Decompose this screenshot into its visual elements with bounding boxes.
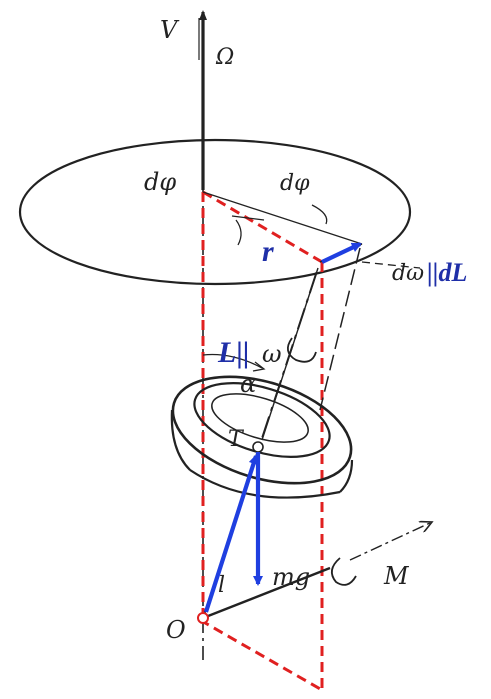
precession-circle xyxy=(18,138,412,286)
gyroscope-disk xyxy=(170,375,354,499)
label-dphi-axis: dφ xyxy=(144,168,176,196)
alpha-arc-head xyxy=(252,361,266,372)
alpha-arc xyxy=(202,353,263,369)
label-r: r xyxy=(262,235,274,268)
torque-vector xyxy=(349,522,432,561)
label-omega-big: Ω xyxy=(215,45,234,70)
label-o: O xyxy=(166,616,186,644)
label-v: V xyxy=(160,16,180,44)
label-l-omega-suffix: ω xyxy=(262,340,282,368)
dl-vector xyxy=(321,242,362,264)
spin-rotation-icon xyxy=(286,337,317,363)
torque-arm xyxy=(202,566,331,620)
label-l-omega-prefix: L|| xyxy=(217,336,250,369)
label-t: T xyxy=(228,427,245,452)
l-vector xyxy=(204,454,259,613)
label-mg: mg xyxy=(272,563,310,591)
center-of-mass-point xyxy=(252,441,264,453)
origin-point xyxy=(197,612,209,624)
label-m: M xyxy=(383,562,410,590)
axis-dash-right xyxy=(319,247,361,411)
label-alpha: α xyxy=(240,370,256,398)
label-dphi-arc: dφ xyxy=(280,171,310,196)
label-dl: ||dL xyxy=(427,258,467,287)
label-domega: dω xyxy=(392,261,424,286)
domega-dashed xyxy=(361,261,421,269)
projection-lines xyxy=(199,190,324,692)
label-l-length: l xyxy=(218,573,225,598)
plane-lines xyxy=(202,191,363,263)
torque-rotation-icon xyxy=(330,557,357,586)
